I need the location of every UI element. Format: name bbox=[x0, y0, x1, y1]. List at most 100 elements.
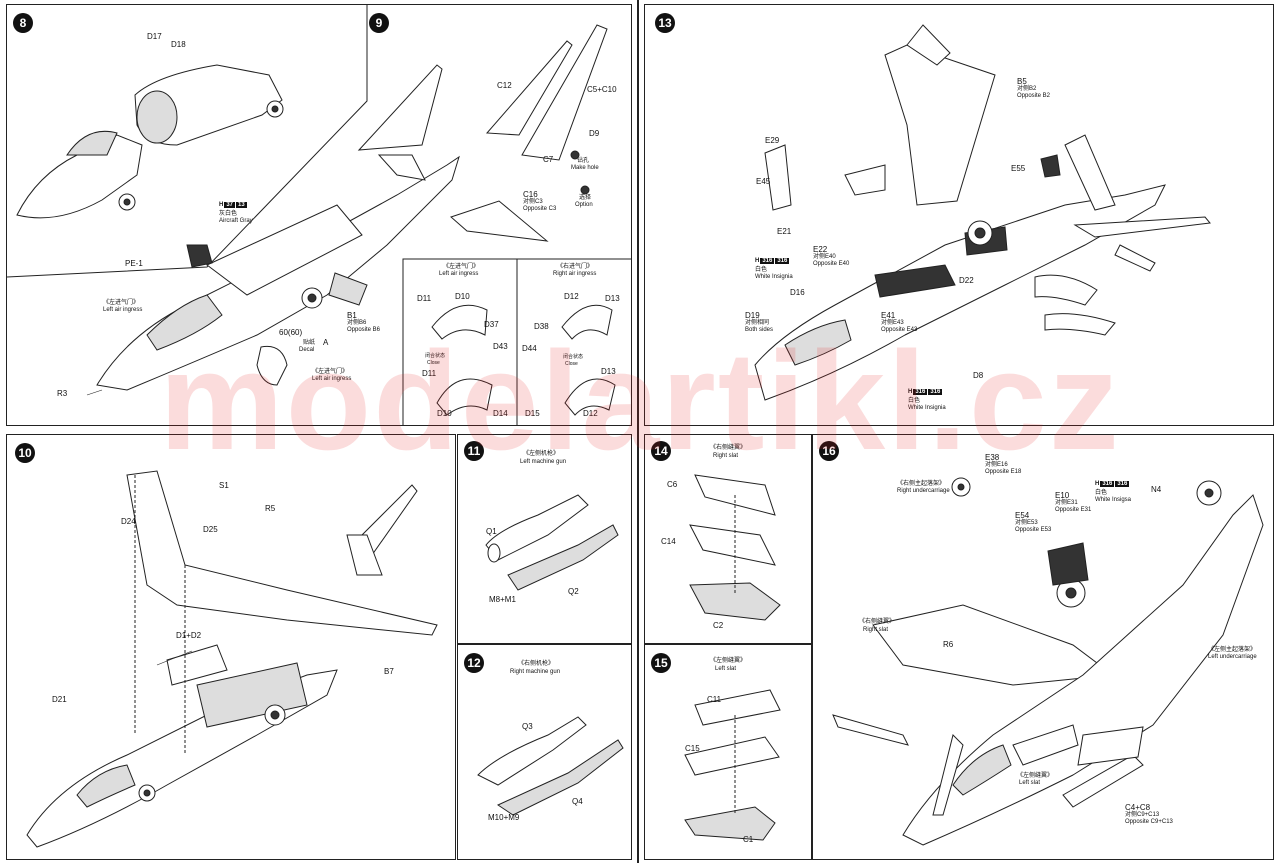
step-8-badge: 8 bbox=[13, 13, 33, 33]
label-white-en-16: White Insigsa bbox=[1095, 497, 1132, 503]
label-e22-cn: 对侧E40 bbox=[813, 254, 836, 260]
label-left-undercarriage-cn: 《左侧主起落架》 bbox=[1208, 647, 1257, 653]
label-d11-b: D11 bbox=[422, 369, 437, 378]
panel-14-drawing bbox=[689, 474, 781, 621]
paint-letter: H bbox=[755, 258, 760, 264]
label-d12-b: D12 bbox=[583, 409, 598, 418]
panel-15-drawing bbox=[684, 689, 781, 841]
label-left-ingress-en-sub: Left air ingress bbox=[439, 271, 479, 277]
panel-11-drawing bbox=[485, 494, 619, 591]
panel-8-9-drawing bbox=[7, 5, 631, 425]
paint-letter: H bbox=[219, 202, 224, 208]
label-c15: C15 bbox=[685, 744, 700, 753]
label-d8: D8 bbox=[973, 371, 984, 380]
label-left-ingress-cn-sub: 《左进气门》 bbox=[443, 264, 480, 270]
label-d17: D17 bbox=[147, 32, 162, 41]
label-d43: D43 bbox=[493, 342, 508, 351]
label-d38: D38 bbox=[534, 322, 549, 331]
label-c12: C12 bbox=[497, 81, 512, 90]
label-c4-cn: 对侧C9+C13 bbox=[1125, 812, 1160, 818]
label-make-hole-cn: 钻孔 bbox=[577, 158, 590, 164]
paint-code: 316 bbox=[1115, 481, 1130, 487]
panel-step-16: 16 E38 对侧E16 Opposite E18 《右侧主起落架》 Right… bbox=[812, 434, 1274, 860]
panel-12-drawing bbox=[477, 716, 624, 816]
label-d18: D18 bbox=[171, 40, 186, 49]
label-d1-d2: D1+D2 bbox=[176, 631, 202, 640]
paint-code: 316 bbox=[775, 258, 790, 264]
paint-code: 13 bbox=[236, 202, 247, 208]
label-d19-en: Both sides bbox=[745, 327, 774, 333]
label-right-undercarriage-en: Right undercarriage bbox=[897, 488, 950, 494]
label-e54-cn: 对侧E53 bbox=[1015, 520, 1038, 526]
label-d16: D16 bbox=[790, 288, 805, 297]
label-c14: C14 bbox=[661, 537, 676, 546]
label-e41-en: Opposite E43 bbox=[881, 327, 918, 333]
panel-step-10: 10 S1 R5 D24 D25 D1+D2 B7 D21 bbox=[6, 434, 456, 860]
label-c16-cn: 对侧C3 bbox=[523, 199, 543, 205]
step-13-badge: 13 bbox=[655, 13, 675, 33]
paint-code: 37 bbox=[224, 202, 236, 208]
label-d15: D15 bbox=[525, 409, 540, 418]
panel-13-drawing bbox=[754, 24, 1211, 401]
label-e10-cn: 对侧E31 bbox=[1055, 500, 1078, 506]
panel-step-15: 15 《左侧缝翼》 Left slat C11 C15 C1 bbox=[644, 644, 812, 860]
label-d22: D22 bbox=[959, 276, 974, 285]
label-close-cn-l: 闭合状态 bbox=[425, 353, 446, 359]
label-14-cn: 《右侧缝翼》 bbox=[710, 445, 747, 451]
label-14-en: Right slat bbox=[713, 453, 739, 459]
label-e29: E29 bbox=[765, 136, 780, 145]
label-m8-m1: M8+M1 bbox=[489, 595, 516, 604]
label-white-cn-2: 白色 bbox=[908, 398, 921, 404]
label-11-cn: 《左侧机枪》 bbox=[523, 451, 560, 457]
label-d24: D24 bbox=[121, 517, 136, 526]
label-d12-a: D12 bbox=[564, 292, 579, 301]
label-close-en-r: Close bbox=[565, 361, 578, 367]
page-spread-divider bbox=[637, 0, 639, 863]
label-r6: R6 bbox=[943, 640, 954, 649]
label-right-undercarriage-cn: 《右侧主起落架》 bbox=[897, 481, 946, 487]
label-e45: E45 bbox=[756, 177, 771, 186]
label-left-slat-en-16: Left slat bbox=[1019, 780, 1041, 786]
label-right-ingress-en-sub: Right air ingress bbox=[553, 271, 597, 277]
label-r5: R5 bbox=[265, 504, 276, 513]
label-b5: B5 bbox=[1017, 77, 1027, 86]
step-14-badge: 14 bbox=[651, 441, 671, 461]
label-left-ingress-cn-1: 《左进气门》 bbox=[103, 300, 140, 306]
label-d10-a: D10 bbox=[455, 292, 470, 301]
label-e54-en: Opposite E53 bbox=[1015, 527, 1052, 533]
label-decal-cn: 贴纸 bbox=[303, 340, 316, 346]
label-pe1: PE-1 bbox=[125, 259, 143, 268]
paint-letter: H bbox=[1095, 481, 1100, 487]
label-e22-en: Opposite E40 bbox=[813, 261, 850, 267]
label-right-slat-en-16: Right slat bbox=[863, 627, 889, 633]
label-d44: D44 bbox=[522, 344, 537, 353]
label-c2: C2 bbox=[713, 621, 724, 630]
label-paint-cn: 灰白色 bbox=[219, 211, 238, 217]
label-close-cn-r: 闭合状态 bbox=[563, 354, 584, 360]
label-15-en: Left slat bbox=[715, 666, 737, 672]
label-d13-a: D13 bbox=[605, 294, 620, 303]
label-12-en: Right machine gun bbox=[510, 669, 561, 675]
label-r3: R3 bbox=[57, 389, 68, 398]
label-d11-a: D11 bbox=[417, 294, 432, 303]
label-paint-en: Aircraft Gray bbox=[219, 218, 253, 224]
label-b1-cn: 对侧B6 bbox=[347, 320, 367, 326]
paint-code: 316 bbox=[913, 389, 928, 395]
label-d21: D21 bbox=[52, 695, 67, 704]
paint-code: 316 bbox=[928, 389, 943, 395]
paint-code: 316 bbox=[1100, 481, 1115, 487]
step-15-badge: 15 bbox=[651, 653, 671, 673]
step-12-badge: 12 bbox=[464, 653, 484, 673]
label-b5-cn: 对侧B2 bbox=[1017, 86, 1037, 92]
label-left-undercarriage-en: Left undercarriage bbox=[1208, 654, 1257, 660]
panel-16-drawing bbox=[832, 477, 1264, 846]
label-c5-c10: C5+C10 bbox=[587, 85, 617, 94]
label-n4: N4 bbox=[1151, 485, 1162, 494]
label-option-cn: 选择 bbox=[579, 195, 592, 201]
label-left-ingress-en-1: Left air ingress bbox=[103, 307, 143, 313]
label-d14: D14 bbox=[493, 409, 508, 418]
label-q1: Q1 bbox=[486, 527, 497, 536]
label-c6: C6 bbox=[667, 480, 678, 489]
label-c16: C16 bbox=[523, 190, 538, 199]
